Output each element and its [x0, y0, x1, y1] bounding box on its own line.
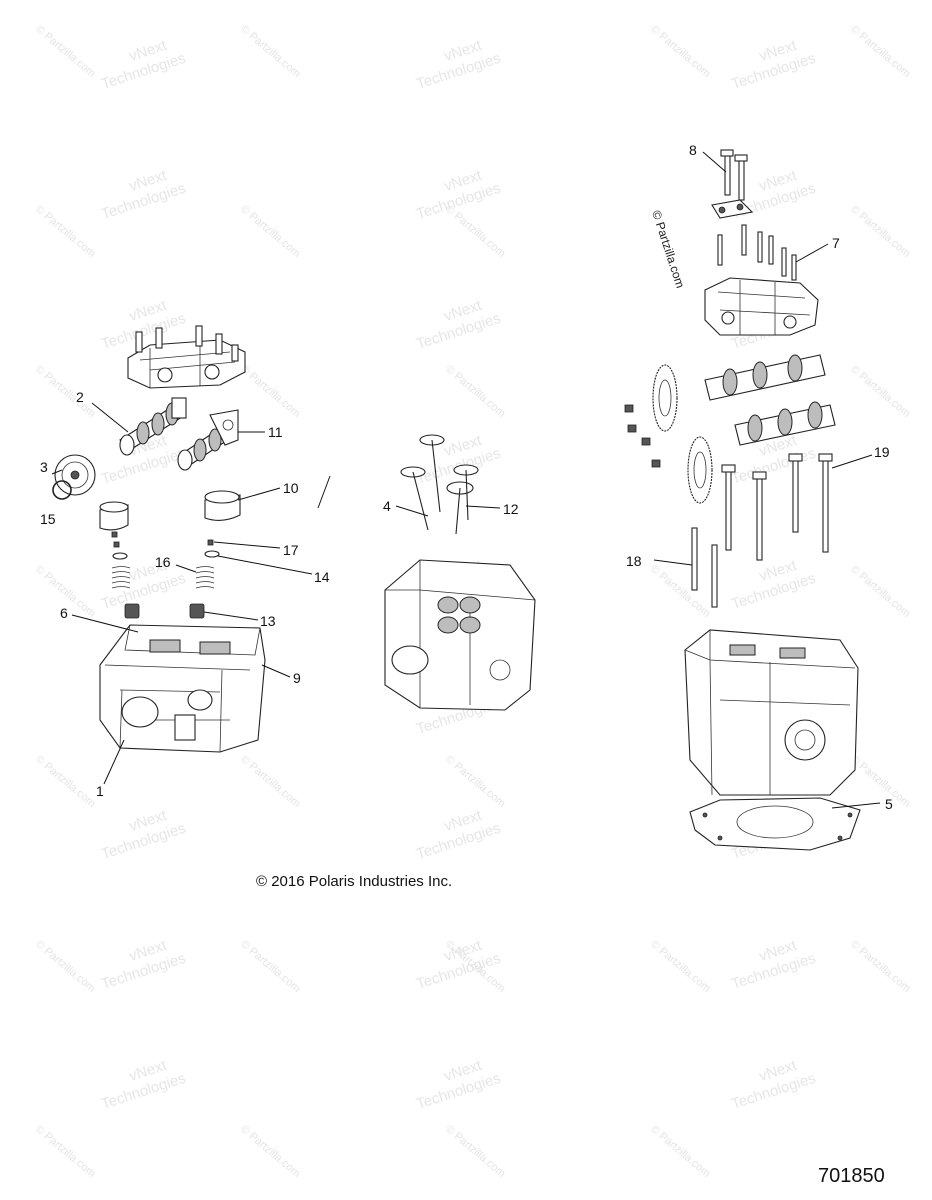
callout-7: 7 [832, 235, 840, 251]
bolts-7-illustration [717, 224, 797, 281]
camshaft-carrier-illustration [127, 325, 246, 389]
watermark-partzilla: © Partzilla.com [443, 1123, 507, 1180]
callout-9: 9 [293, 670, 301, 686]
callout-3: 3 [40, 459, 48, 475]
watermark-partzilla: © Partzilla.com [238, 1123, 302, 1180]
camshafts-right-illustration [704, 354, 836, 446]
watermark-partzilla: © Partzilla.com [648, 23, 712, 80]
leader-5 [831, 802, 881, 809]
watermark-partzilla: © Partzilla.com [848, 203, 912, 260]
snap-ring-illustration [52, 480, 72, 500]
watermark-partzilla: © Partzilla.com [443, 753, 507, 810]
watermark-partzilla: © Partzilla.com [238, 363, 302, 420]
cam-sprocket-upper-illustration [652, 364, 678, 432]
callout-1: 1 [96, 783, 104, 799]
callout-6: 6 [60, 605, 68, 621]
leader-1 [103, 739, 125, 785]
callout-16: 16 [155, 554, 171, 570]
callout-10: 10 [283, 480, 299, 496]
callout-15: 15 [40, 511, 56, 527]
leader-8 [702, 151, 727, 173]
cam-sprocket-lower-illustration [687, 436, 713, 504]
watermark-partzilla: © Partzilla.com [848, 938, 912, 995]
watermark-partzilla: © Partzilla.com [848, 23, 912, 80]
cylinder-head-left-illustration [99, 624, 266, 753]
valve-retainers-illustration [111, 531, 220, 560]
document-number: 701850 [818, 1165, 885, 1187]
callout-18: 18 [626, 553, 642, 569]
callout-17: 17 [283, 542, 299, 558]
partzilla-stamp: © Partzilla.com [649, 209, 687, 290]
watermark-partzilla: © Partzilla.com [238, 23, 302, 80]
watermark-partzilla: © Partzilla.com [443, 363, 507, 420]
exhaust-camshaft-illustration [177, 409, 239, 471]
leader-13 [203, 611, 259, 621]
watermark-partzilla: © Partzilla.com [648, 1123, 712, 1180]
watermark-partzilla: © Partzilla.com [848, 753, 912, 810]
watermark-partzilla: © Partzilla.com [33, 1123, 97, 1180]
watermark-partzilla: © Partzilla.com [33, 363, 97, 420]
watermark-partzilla: © Partzilla.com [443, 203, 507, 260]
intake-camshaft-illustration [119, 397, 187, 456]
watermark-partzilla: © Partzilla.com [848, 563, 912, 620]
separator-mark [317, 475, 331, 509]
watermark-partzilla: © Partzilla.com [33, 203, 97, 260]
leader-6 [71, 614, 139, 633]
leader-3 [51, 469, 63, 475]
watermark-partzilla: © Partzilla.com [848, 363, 912, 420]
watermark-partzilla: © Partzilla.com [33, 753, 97, 810]
callout-19: 19 [874, 444, 890, 460]
leader-17 [213, 541, 281, 549]
watermark-partzilla: © Partzilla.com [238, 203, 302, 260]
head-bolts-19-illustration [721, 453, 833, 561]
valve-stem-seals-illustration [124, 603, 205, 619]
cam-retainer-illustration [711, 199, 754, 219]
callout-2: 2 [76, 389, 84, 405]
watermark-partzilla: © Partzilla.com [648, 563, 712, 620]
gear-bolts-illustration [624, 404, 661, 468]
valve-bucket-right-illustration [204, 490, 241, 521]
callout-11: 11 [268, 424, 283, 440]
callout-13: 13 [260, 613, 276, 629]
watermark-partzilla: © Partzilla.com [33, 23, 97, 80]
callout-12: 12 [503, 501, 519, 517]
callout-8: 8 [689, 142, 697, 158]
callout-4: 4 [383, 498, 391, 514]
cylinder-head-middle-illustration [384, 559, 536, 711]
callout-5: 5 [885, 796, 893, 812]
copyright-text: © 2016 Polaris Industries Inc. [256, 873, 452, 890]
leader-19 [831, 454, 873, 469]
callout-layer: 1 2 3 4 5 6 7 8 9 10 11 12 13 [40, 142, 893, 812]
leader-2 [91, 402, 129, 433]
valve-bucket-left-illustration [99, 501, 129, 531]
long-bolts-8-illustration [720, 149, 748, 201]
callout-14: 14 [314, 569, 330, 585]
leader-10 [237, 487, 281, 501]
watermark-partzilla: © Partzilla.com [648, 938, 712, 995]
leader-14 [217, 555, 313, 575]
valve-springs-illustration [111, 566, 215, 589]
cylinder-head-right-illustration [684, 629, 859, 796]
leader-7 [795, 243, 829, 263]
camshaft-carrier-right-illustration [704, 277, 819, 336]
leader-16 [175, 564, 197, 573]
watermark-partzilla: © Partzilla.com [238, 753, 302, 810]
watermark-partzilla: © Partzilla.com [238, 938, 302, 995]
leader-18 [653, 559, 693, 566]
studs-18-illustration [691, 527, 718, 608]
decompressor-plate-illustration [54, 454, 96, 496]
leader-12 [465, 505, 501, 509]
leader-4 [395, 505, 429, 517]
head-gasket-illustration [689, 797, 861, 851]
leader-9 [261, 664, 291, 678]
watermark-partzilla: © Partzilla.com [33, 938, 97, 995]
valves-illustration [400, 434, 479, 535]
